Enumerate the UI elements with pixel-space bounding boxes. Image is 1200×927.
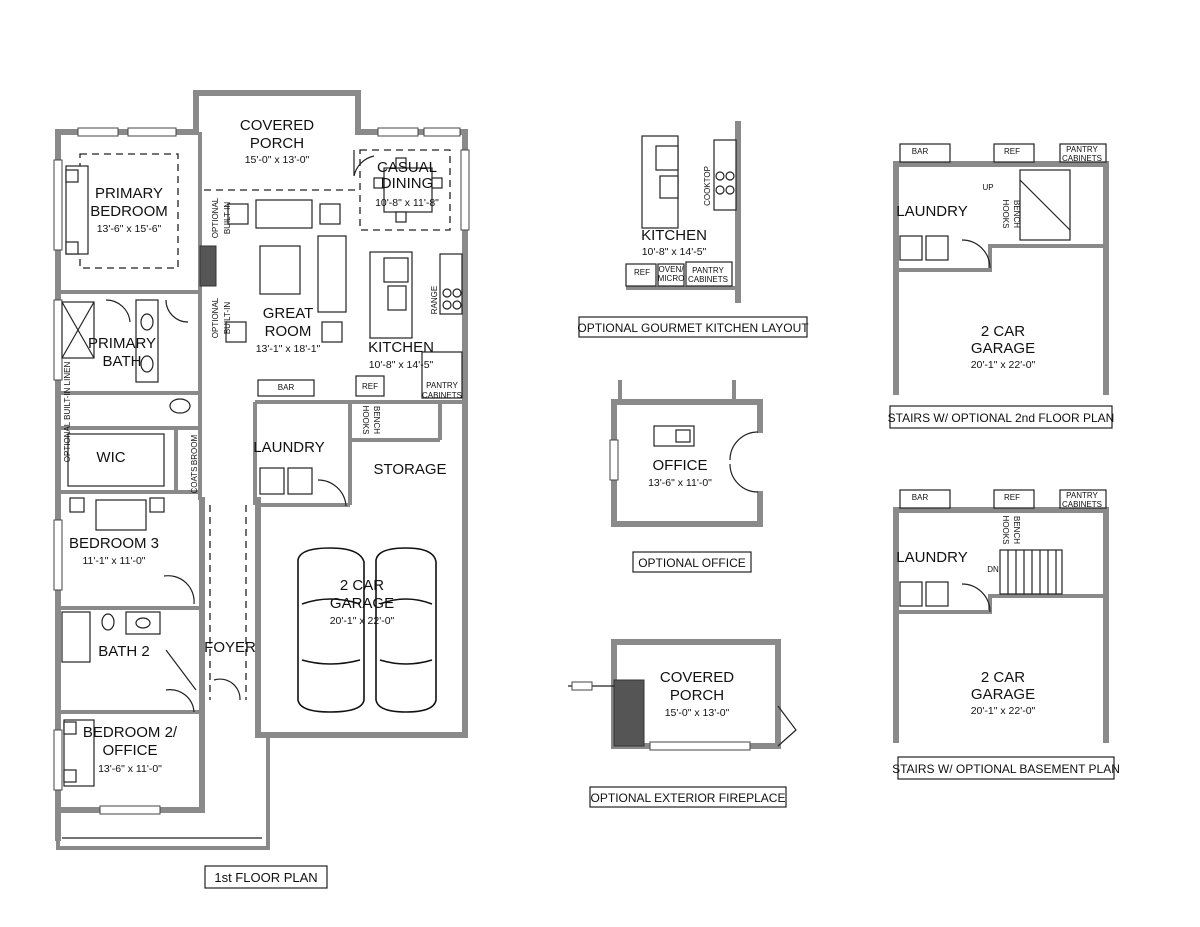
room-label: WIC [96,449,125,466]
note-bar: BAR [278,383,295,392]
gourmet-kitchen-plan: COOKTOP KITCHEN 10'-8" x 14'-5" REF OVEN… [625,121,741,303]
svg-text:BENCH: BENCH [1012,516,1021,544]
svg-text:BAR: BAR [912,147,929,156]
note-optional-2: OPTIONAL [211,297,220,338]
svg-text:20'-1" x 22'-0": 20'-1" x 22'-0" [971,705,1036,717]
room-label: FOYER [204,639,256,656]
exterior-fireplace-caption: OPTIONAL EXTERIOR FIREPLACE [589,786,787,808]
svg-text:15'-0" x 13'-0": 15'-0" x 13'-0" [665,707,730,719]
svg-text:LAUNDRY: LAUNDRY [896,549,967,566]
svg-text:DN: DN [987,565,999,574]
svg-text:KITCHEN: KITCHEN [641,227,707,244]
svg-text:REF: REF [1004,147,1020,156]
svg-text:HOOKS: HOOKS [1001,200,1010,229]
room-dim: 13'-6" x 15'-6" [97,223,162,235]
room-dim: 10'-8" x 11'-8" [375,197,439,209]
first-floor-plan [53,90,470,850]
room-label: BATH 2 [98,643,149,660]
svg-text:STAIRS W/ OPTIONAL BASEMENT PL: STAIRS W/ OPTIONAL BASEMENT PLAN [892,762,1120,776]
note-coats: COATS [190,467,199,494]
optional-office-plan: OFFICE 13'-6" x 11'-0" [609,380,763,527]
room-dim: 13'-6" x 11'-0" [98,763,162,775]
oven-micro-label: OVEN/MICRO [658,265,685,283]
stairs-2nd-floor-caption: STAIRS W/ OPTIONAL 2nd FLOOR PLAN [888,405,1115,429]
svg-text:BAR: BAR [912,493,929,502]
note-optional-1: OPTIONAL [211,197,220,238]
note-linen: OPTIONAL BUILT-IN LINEN [63,362,72,463]
svg-text:10'-8" x 14'-5": 10'-8" x 14'-5" [642,246,707,258]
svg-text:REF: REF [1004,493,1020,502]
note-hooks: HOOKS [361,406,370,435]
optional-office-caption: OPTIONAL OFFICE [632,551,752,573]
note-ref: REF [362,382,378,391]
room-dim: 13'-1" x 18'-1" [256,343,321,355]
svg-text:BENCH: BENCH [1012,200,1021,228]
note-bench: BENCH [372,406,381,434]
svg-text:1st FLOOR PLAN: 1st FLOOR PLAN [214,870,317,885]
room-label: LAUNDRY [253,439,324,456]
svg-text:OFFICE: OFFICE [653,457,708,474]
room-label: BEDROOM 2/OFFICE [83,724,178,759]
svg-text:OPTIONAL OFFICE: OPTIONAL OFFICE [638,556,746,570]
svg-text:STAIRS W/ OPTIONAL 2nd FLOOR P: STAIRS W/ OPTIONAL 2nd FLOOR PLAN [888,411,1115,425]
svg-text:20'-1" x 22'-0": 20'-1" x 22'-0" [971,359,1036,371]
room-label: STORAGE [373,461,446,478]
svg-text:LAUNDRY: LAUNDRY [896,203,967,220]
room-label: KITCHEN [368,339,434,356]
room-label: BEDROOM 3 [69,535,159,552]
gourmet-kitchen-caption: OPTIONAL GOURMET KITCHEN LAYOUT [577,316,809,338]
room-dim: 11'-1" x 11'-0" [82,555,145,567]
note-builtin-1: BUILT-IN [223,202,232,235]
first-floor-caption: 1st FLOOR PLAN [204,865,328,889]
stairs-basement-caption: STAIRS W/ OPTIONAL BASEMENT PLAN [892,756,1120,780]
svg-text:OPTIONAL EXTERIOR FIREPLACE: OPTIONAL EXTERIOR FIREPLACE [591,791,786,805]
svg-text:13'-6" x 11'-0": 13'-6" x 11'-0" [648,477,712,489]
room-dim: 15'-0" x 13'-0" [245,154,310,166]
svg-text:OPTIONAL GOURMET KITCHEN LAYO: OPTIONAL GOURMET KITCHEN LAYOUT [577,321,809,335]
note-range: RANGE [430,286,439,314]
room-dim: 10'-8" x 14'-5" [369,359,434,371]
svg-text:COOKTOP: COOKTOP [703,166,712,206]
svg-text:HOOKS: HOOKS [1001,516,1010,545]
svg-text:REF: REF [634,268,650,277]
room-dim: 20'-1" x 22'-0" [330,615,395,627]
svg-text:UP: UP [982,183,993,192]
note-broom: BROOM [190,435,199,466]
note-builtin-2: BUILT-IN [223,302,232,335]
